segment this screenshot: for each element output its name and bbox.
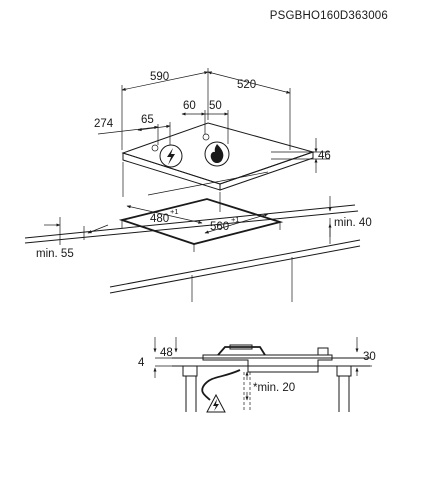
worktop — [24, 204, 361, 302]
knob-right — [202, 133, 210, 141]
dim-48: 48 — [160, 347, 173, 359]
document-code: PSGBHO160D363006 — [269, 10, 388, 22]
dim-65: 65 — [141, 114, 154, 126]
dim-4: 4 — [138, 357, 145, 369]
cutout-dimension-lines — [44, 196, 332, 245]
dim-min-20: *min. 20 — [253, 382, 295, 394]
dim-min-40: min. 40 — [334, 217, 372, 229]
flame-icon — [204, 141, 230, 167]
dim-480: 480 — [150, 213, 169, 225]
dim-590: 590 — [150, 71, 169, 83]
labels: 590 520 274 65 60 50 46 480 +1 560 +1 mi… — [36, 71, 376, 394]
dim-560: 560 — [210, 221, 229, 233]
dim-46: 46 — [318, 150, 331, 162]
dim-30: 30 — [363, 351, 376, 363]
dim-520: 520 — [237, 79, 256, 91]
lightning-icon — [159, 144, 183, 168]
dim-min-55: min. 55 — [36, 248, 74, 260]
dim-274: 274 — [94, 118, 114, 130]
dim-60: 60 — [183, 100, 196, 112]
dim-480-tolerance: +1 — [170, 207, 179, 216]
warning-electric-icon — [206, 393, 226, 413]
insertion-guides — [122, 162, 269, 212]
section-view — [153, 337, 372, 412]
dim-50: 50 — [209, 100, 222, 112]
hob-side-edge — [219, 151, 314, 191]
dim-560-tolerance: +1 — [231, 215, 240, 224]
knob-left — [151, 144, 159, 152]
hob-dimension-lines — [97, 68, 330, 173]
hob-perspective — [121, 122, 315, 191]
